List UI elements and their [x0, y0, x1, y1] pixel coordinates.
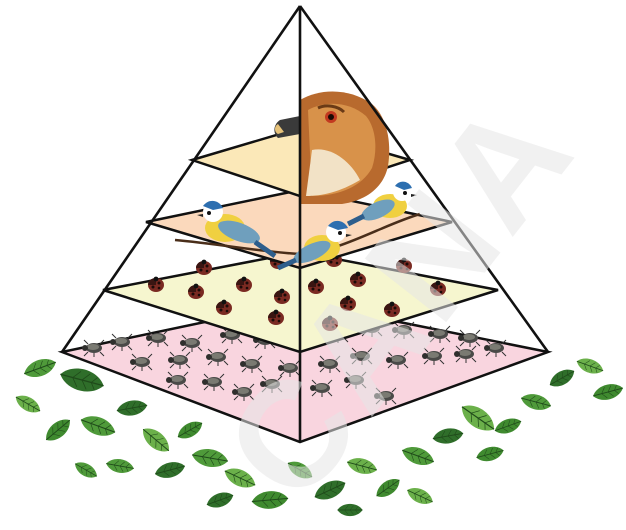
leaf: [432, 426, 465, 446]
leaf: [457, 399, 500, 437]
leaf: [591, 381, 625, 403]
leaf: [475, 444, 506, 464]
leaf: [138, 423, 174, 457]
leaf: [575, 355, 606, 377]
leaf: [153, 459, 187, 481]
leaf: [373, 474, 404, 501]
leaf: [72, 458, 100, 481]
leaf: [78, 412, 118, 441]
leaf: [41, 414, 74, 445]
leaf: [116, 398, 149, 418]
leaf: [547, 365, 578, 391]
leaf: [21, 355, 58, 382]
leaf: [399, 443, 436, 470]
leaf: [493, 415, 524, 437]
ladybird: [196, 260, 212, 275]
leaf: [105, 457, 135, 475]
leaf: [58, 364, 107, 396]
leaf: [13, 391, 44, 417]
leaf: [519, 391, 553, 413]
leaf: [205, 489, 236, 511]
leaf: [404, 484, 435, 508]
